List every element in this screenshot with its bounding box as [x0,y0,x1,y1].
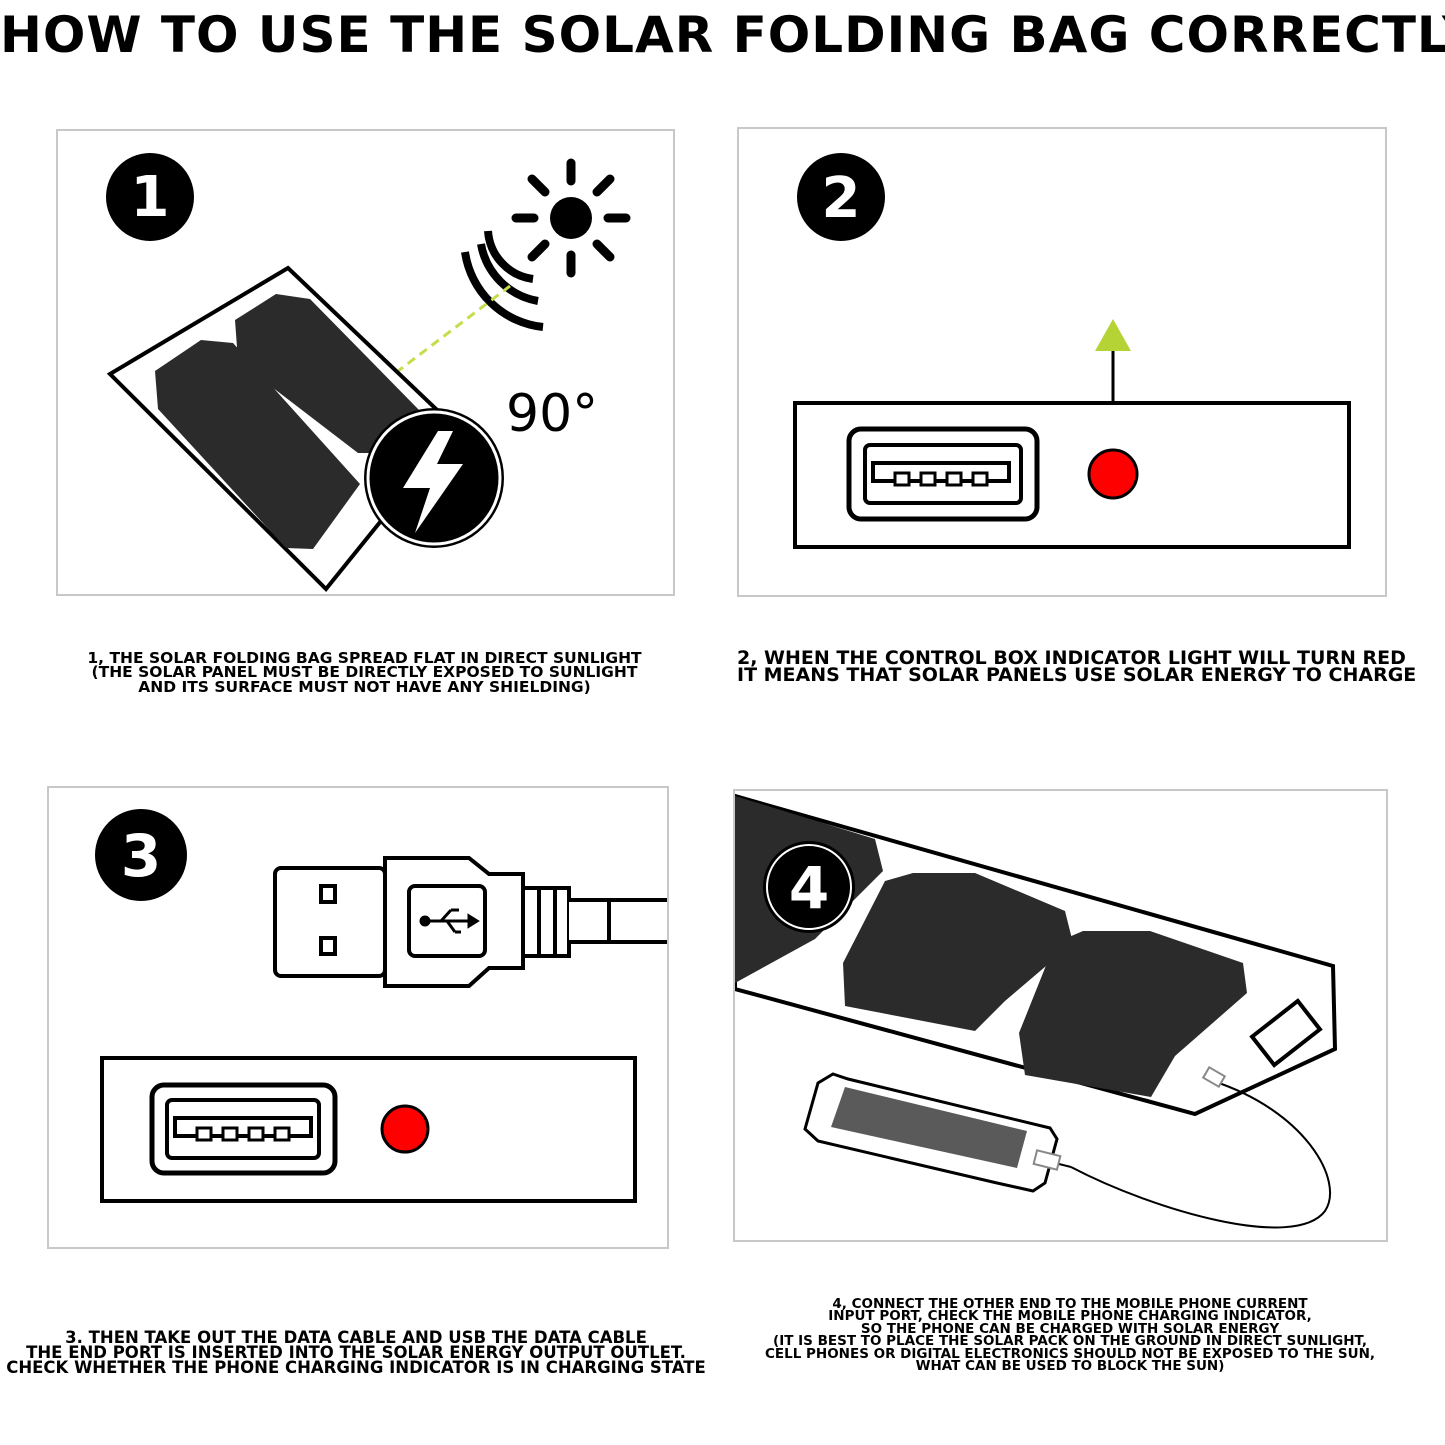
caption-line: SO THE PHONE CAN BE CHARGED WITH SOLAR E… [860,1320,1280,1337]
step-1-caption: 1, THE SOLAR FOLDING BAG SPREAD FLAT IN … [57,649,672,696]
svg-text:3: 3 [121,822,161,890]
caption-line: 4, CONNECT THE OTHER END TO THE MOBILE P… [832,1296,1308,1312]
svg-text:1: 1 [131,165,170,230]
red-indicator-light [380,1104,430,1154]
caption-line: INPUT PORT, CHECK THE MOBILE PHONE CHARG… [828,1308,1312,1325]
caption-line: AND ITS SURFACE MUST NOT HAVE ANY SHIELD… [138,677,591,696]
step-4-panel: 4 [733,789,1388,1242]
caption-line: 3. THEN TAKE OUT THE DATA CABLE AND USB … [65,1328,647,1347]
caption-line: WHAT CAN BE USED TO BLOCK THE SUN) [915,1358,1225,1375]
step-2-number-badge: 2 [797,153,885,241]
caption-line: 1, THE SOLAR FOLDING BAG SPREAD FLAT IN … [87,649,642,667]
svg-text:4: 4 [789,854,829,922]
page-title: HOW TO USE THE SOLAR FOLDING BAG CORRECT… [0,6,1445,64]
step-2-panel: 2 [737,127,1387,597]
step-1-number-badge: 1 [106,153,194,241]
caption-line: IT MEANS THAT SOLAR PANELS USE SOLAR ENE… [737,664,1417,687]
usb-port-icon [846,426,1040,522]
step-4-number-badge: 4 [763,841,855,933]
red-indicator-light [1087,448,1139,500]
charging-cable [1032,1065,1331,1229]
caption-line: 2, WHEN THE CONTROL BOX INDICATOR LIGHT … [737,647,1406,669]
caption-line: CHECK WHETHER THE PHONE CHARGING INDICAT… [6,1358,706,1378]
caption-line: CELL PHONES OR DIGITAL ELECTRONICS SHOUL… [764,1345,1376,1362]
caption-line: (IT IS BEST TO PLACE THE SOLAR PACK ON T… [773,1333,1367,1350]
solar-bag-illustration [735,793,1338,1117]
step-2-caption: 2, WHEN THE CONTROL BOX INDICATOR LIGHT … [737,647,1417,687]
sun-icon [511,158,631,278]
usb-symbol-icon [419,908,480,934]
step-3-panel: 3 [47,786,669,1249]
caption-line: THE END PORT IS INSERTED INTO THE SOLAR … [26,1343,686,1363]
step-1-panel: 1 90° [56,129,675,596]
svg-text:2: 2 [822,166,861,231]
step-3-caption: 3. THEN TAKE OUT THE DATA CABLE AND USB … [0,1328,712,1378]
usb-port-icon [149,1082,338,1176]
angle-label: 90° [506,384,598,444]
step-4-caption: 4, CONNECT THE OTHER END TO THE MOBILE P… [735,1296,1405,1375]
step-3-number-badge: 3 [95,809,187,901]
radiation-waves-icon [461,230,544,331]
caption-line: (THE SOLAR PANEL MUST BE DIRECTLY EXPOSE… [91,663,638,682]
phone-icon [803,1072,1059,1193]
solar-panel-illustration [106,265,459,592]
lightning-icon [364,408,504,548]
